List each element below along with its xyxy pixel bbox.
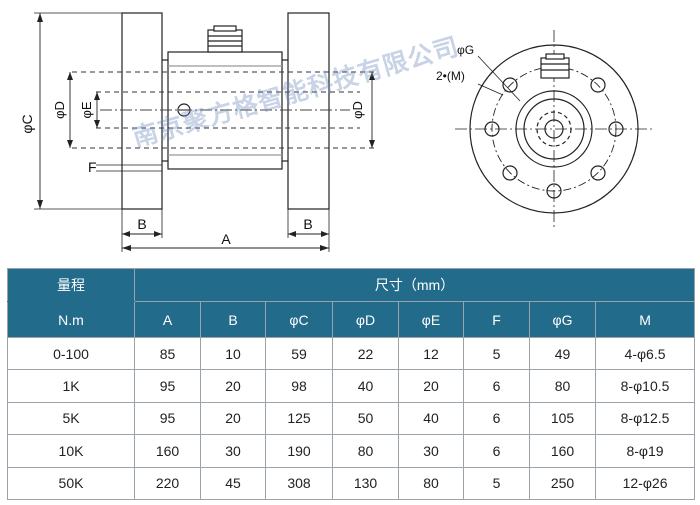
bolt-hole xyxy=(502,77,518,93)
table-cell: 130 xyxy=(332,466,399,501)
table-cell: 105 xyxy=(529,401,596,436)
label-b-right: B xyxy=(303,216,312,232)
table-cell: 6 xyxy=(463,401,530,436)
label-phi-e: φE xyxy=(79,101,94,118)
label-b-left: B xyxy=(137,216,146,232)
bolt-hole xyxy=(546,183,562,199)
table-cell: 49 xyxy=(529,336,596,371)
table-cell: 59 xyxy=(265,336,333,371)
bolt-hole xyxy=(608,121,624,137)
label-a: A xyxy=(221,231,231,247)
table-cell: 80 xyxy=(332,434,399,468)
table-cell: 20 xyxy=(200,369,266,403)
table-row: 5K 95 20 125 50 40 6 105 8-φ12.5 xyxy=(7,401,696,436)
table-cell: 250 xyxy=(529,466,596,501)
header-range: 量程 xyxy=(7,268,135,302)
label-m: 2•(M) xyxy=(436,69,465,83)
spec-table: 量程 尺寸（mm） N.m A B φC φD φE F φG M 0-100 … xyxy=(7,268,696,501)
header-col: F xyxy=(463,301,530,338)
header-unit: N.m xyxy=(7,301,135,338)
table-cell: 190 xyxy=(265,434,333,468)
technical-drawing: φC φD φE φD F B B A φG 2•(M) xyxy=(19,12,653,252)
table-cell: 20 xyxy=(200,401,266,436)
side-view xyxy=(34,12,376,252)
table-cell: 95 xyxy=(134,369,201,403)
table-cell: 220 xyxy=(134,466,201,501)
table-cell: 160 xyxy=(134,434,201,468)
header-col: φD xyxy=(332,301,399,338)
label-phi-g: φG xyxy=(457,43,474,57)
table-cell: 80 xyxy=(398,466,464,501)
table-cell: 8-φ10.5 xyxy=(594,369,696,403)
table-cell: 22 xyxy=(332,336,399,371)
bolt-hole xyxy=(484,121,500,137)
table-cell: 12 xyxy=(398,336,464,371)
right-flange xyxy=(287,12,330,210)
header-size: 尺寸（mm） xyxy=(133,268,696,302)
table-cell: 1K xyxy=(7,369,135,403)
table-cell: 40 xyxy=(332,369,399,403)
table-cell: 0-100 xyxy=(7,336,135,371)
header-col: φE xyxy=(398,301,464,338)
table-cell: 40 xyxy=(398,401,464,436)
table-cell: 8-φ12.5 xyxy=(594,401,696,436)
table-cell: 30 xyxy=(200,434,266,468)
front-connector xyxy=(540,57,570,79)
table-cell: 6 xyxy=(463,369,530,403)
header-col: B xyxy=(200,301,266,338)
table-cell: 95 xyxy=(134,401,201,436)
table-cell: 5K xyxy=(7,401,135,436)
table-cell: 4-φ6.5 xyxy=(594,336,696,371)
label-phi-d-left: φD xyxy=(52,101,67,119)
label-f: F xyxy=(88,159,97,175)
table-row: 10K 160 30 190 80 30 6 160 8-φ19 xyxy=(7,434,696,468)
label-phi-c: φC xyxy=(19,114,35,133)
table-cell: 85 xyxy=(134,336,201,371)
bolt-hole xyxy=(590,77,606,93)
table-cell: 8-φ19 xyxy=(594,434,696,468)
table-cell: 12-φ26 xyxy=(594,466,696,501)
header-col: M xyxy=(594,301,696,338)
table-cell: 5 xyxy=(463,466,530,501)
table-cell: 308 xyxy=(265,466,333,501)
table-cell: 20 xyxy=(398,369,464,403)
bolt-hole xyxy=(590,165,606,181)
table-cell: 50K xyxy=(7,466,135,501)
table-row: 0-100 85 10 59 22 12 5 49 4-φ6.5 xyxy=(7,336,696,371)
table-cell: 125 xyxy=(265,401,333,436)
table-cell: 160 xyxy=(529,434,596,468)
table-cell: 10 xyxy=(200,336,266,371)
left-flange xyxy=(121,12,163,210)
table-cell: 50 xyxy=(332,401,399,436)
label-phi-d-right: φD xyxy=(350,101,365,119)
table-row: 50K 220 45 308 130 80 5 250 12-φ26 xyxy=(7,466,696,501)
table-cell: 6 xyxy=(463,434,530,468)
header-col: A xyxy=(134,301,201,338)
table-cell: 10K xyxy=(7,434,135,468)
front-view xyxy=(455,30,653,228)
table-cell: 98 xyxy=(265,369,333,403)
header-col: φG xyxy=(529,301,596,338)
header-col: φC xyxy=(265,301,333,338)
table-cell: 5 xyxy=(463,336,530,371)
table-cell: 80 xyxy=(529,369,596,403)
table-cell: 45 xyxy=(200,466,266,501)
table-cell: 30 xyxy=(398,434,464,468)
bolt-hole xyxy=(502,165,518,181)
table-row: 1K 95 20 98 40 20 6 80 8-φ10.5 xyxy=(7,369,696,403)
